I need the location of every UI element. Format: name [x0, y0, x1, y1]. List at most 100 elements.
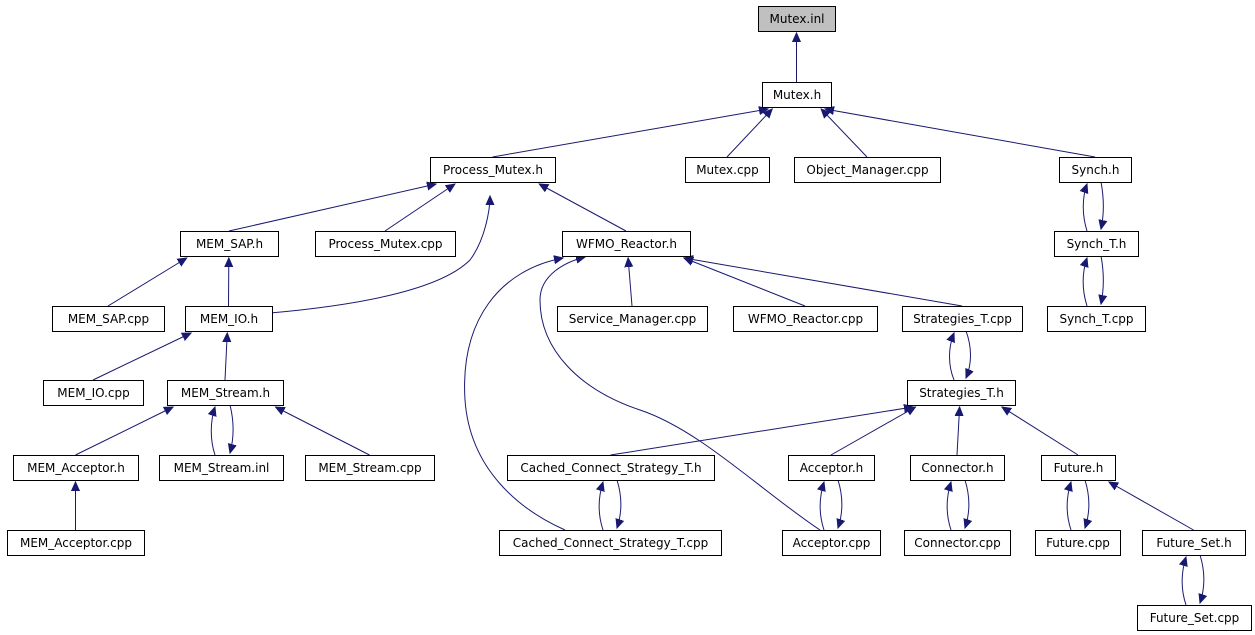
edge-acceptor_cpp-to-acceptor_h [820, 482, 824, 531]
node-object-manager-cpp[interactable]: Object_Manager.cpp [794, 157, 941, 183]
node-mem-stream-cpp[interactable]: MEM_Stream.cpp [305, 455, 435, 481]
node-box [499, 530, 722, 556]
node-label: Service_Manager.cpp [569, 312, 697, 326]
node-label: Process_Mutex.h [443, 163, 543, 177]
edge-mem_acceptor_h-to-mem_stream_h [75, 407, 174, 456]
edge-strategies_t_h-to-strategies_t_cpp [950, 333, 955, 381]
node-cached-connect-strategy-t-h[interactable]: Cached_Connect_Strategy_T.h [507, 455, 715, 481]
edge-future_set_h-to-future_h [1109, 482, 1194, 531]
node-box [305, 455, 435, 481]
node-mem-acceptor-cpp[interactable]: MEM_Acceptor.cpp [7, 530, 145, 556]
edge-cached_connect_strategy_t_h-to-strategies_t_h [610, 407, 914, 456]
node-mem-io-h[interactable]: MEM_IO.h [185, 306, 273, 332]
edge-future_set_h-to-future_set_cpp [1200, 554, 1204, 603]
node-synch-t-cpp[interactable]: Synch_T.cpp [1047, 306, 1146, 332]
node-box [315, 231, 456, 257]
node-label: MEM_Acceptor.cpp [20, 536, 132, 550]
edge-synch_t_cpp-to-synch_t_h [1083, 258, 1087, 307]
node-label: MEM_SAP.h [196, 237, 263, 251]
node-mem-sap-h[interactable]: MEM_SAP.h [180, 231, 279, 257]
node-service-manager-cpp[interactable]: Service_Manager.cpp [557, 306, 708, 332]
node-future-set-cpp[interactable]: Future_Set.cpp [1137, 605, 1252, 631]
edge-wfmo_reactor_cpp-to-wfmo_reactor_h [684, 258, 806, 307]
node-label: Object_Manager.cpp [806, 163, 928, 177]
node-box [52, 306, 165, 332]
edge-mem_io_cpp-to-mem_io_h [92, 333, 191, 381]
edge-mem_stream_h-to-mem_stream_inl [230, 404, 233, 453]
node-box [733, 306, 878, 332]
node-mem-acceptor-h[interactable]: MEM_Acceptor.h [13, 455, 139, 481]
node-label: MEM_IO.h [200, 312, 258, 326]
edge-strategies_t_cpp-to-wfmo_reactor_h [684, 258, 963, 307]
node-box [430, 157, 556, 183]
node-future-cpp[interactable]: Future.cpp [1035, 530, 1121, 556]
node-future-set-h[interactable]: Future_Set.h [1142, 530, 1246, 556]
edge-mem_stream_inl-to-mem_stream_h [211, 407, 215, 456]
node-synch-t-h[interactable]: Synch_T.h [1054, 231, 1139, 257]
node-synch-h[interactable]: Synch.h [1059, 157, 1132, 183]
node-wfmo-reactor-h[interactable]: WFMO_Reactor.h [562, 231, 691, 257]
node-strategies-t-cpp[interactable]: Strategies_T.cpp [902, 306, 1023, 332]
edge-synch_h-to-synch_t_h [1101, 181, 1103, 229]
node-label: Future_Set.cpp [1150, 611, 1240, 625]
edge-mem_io_h-to-process_mutex_h [269, 196, 490, 314]
edge-process_mutex_cpp-to-process_mutex_h [384, 184, 455, 232]
node-box [507, 455, 715, 481]
edge-cached_connect_strategy_t_h-to-cached_connect_strategy_t_cpp [617, 479, 621, 528]
edge-synch_t_h-to-synch_h [1083, 184, 1087, 232]
node-box [13, 455, 139, 481]
edge-acceptor_h-to-strategies_t_h [830, 407, 916, 456]
edge-strategies_t_cpp-to-strategies_t_h [966, 330, 971, 378]
node-connector-h[interactable]: Connector.h [910, 455, 1005, 481]
edge-process_mutex_h-to-mutex_h [492, 109, 769, 158]
node-connector-cpp[interactable]: Connector.cpp [904, 530, 1011, 556]
node-label: WFMO_Reactor.h [576, 237, 677, 251]
node-mem-stream-h[interactable]: MEM_Stream.h [167, 380, 284, 406]
node-label: Future.h [1054, 461, 1104, 475]
node-mem-io-cpp[interactable]: MEM_IO.cpp [43, 380, 144, 406]
node-strategies-t-h[interactable]: Strategies_T.h [907, 380, 1016, 406]
node-box [43, 380, 144, 406]
edge-connector_cpp-to-connector_h [947, 482, 951, 531]
node-cached-connect-strategy-t-cpp[interactable]: Cached_Connect_Strategy_T.cpp [499, 530, 722, 556]
node-box [902, 306, 1023, 332]
node-label: MEM_SAP.cpp [68, 312, 149, 326]
node-process-mutex-h[interactable]: Process_Mutex.h [430, 157, 556, 183]
edge-acceptor_cpp-to-wfmo_reactor_h [539, 257, 821, 531]
node-box [1047, 306, 1146, 332]
node-box [782, 530, 881, 556]
node-acceptor-cpp[interactable]: Acceptor.cpp [782, 530, 881, 556]
node-box [7, 530, 145, 556]
node-box [562, 231, 691, 257]
node-label: MEM_Stream.cpp [318, 461, 421, 475]
node-box [907, 380, 1016, 406]
node-label: MEM_Stream.h [181, 386, 270, 400]
node-label: Cached_Connect_Strategy_T.cpp [513, 536, 709, 550]
node-mutex-inl[interactable]: Mutex.inl [758, 6, 836, 32]
node-label: Strategies_T.cpp [913, 312, 1012, 326]
edge-future_h-to-strategies_t_h [1002, 407, 1079, 456]
node-mem-stream-inl[interactable]: MEM_Stream.inl [159, 455, 284, 481]
edge-object_manager_cpp-to-mutex_h [821, 109, 868, 158]
node-process-mutex-cpp[interactable]: Process_Mutex.cpp [315, 231, 456, 257]
node-box [159, 455, 284, 481]
node-label: Future.cpp [1046, 536, 1110, 550]
node-wfmo-reactor-cpp[interactable]: WFMO_Reactor.cpp [733, 306, 878, 332]
node-label: Acceptor.h [800, 461, 864, 475]
edge-acceptor_h-to-acceptor_cpp [838, 479, 842, 528]
edge-mem_stream_cpp-to-mem_stream_h [276, 407, 370, 456]
node-box [788, 455, 875, 481]
node-label: Strategies_T.h [919, 386, 1004, 400]
edge-mem_stream_h-to-mem_io_h [225, 333, 227, 381]
edges [75, 33, 1204, 606]
node-mutex-cpp[interactable]: Mutex.cpp [685, 157, 770, 183]
node-mem-sap-cpp[interactable]: MEM_SAP.cpp [52, 306, 165, 332]
edge-cached_connect_strategy_t_cpp-to-cached_connect_strategy_t_h [599, 482, 603, 531]
node-box [762, 82, 832, 108]
node-future-h[interactable]: Future.h [1041, 455, 1116, 481]
node-mutex-h[interactable]: Mutex.h [762, 82, 832, 108]
node-label: Mutex.cpp [696, 163, 759, 177]
node-acceptor-h[interactable]: Acceptor.h [788, 455, 875, 481]
node-label: Synch.h [1072, 163, 1120, 177]
